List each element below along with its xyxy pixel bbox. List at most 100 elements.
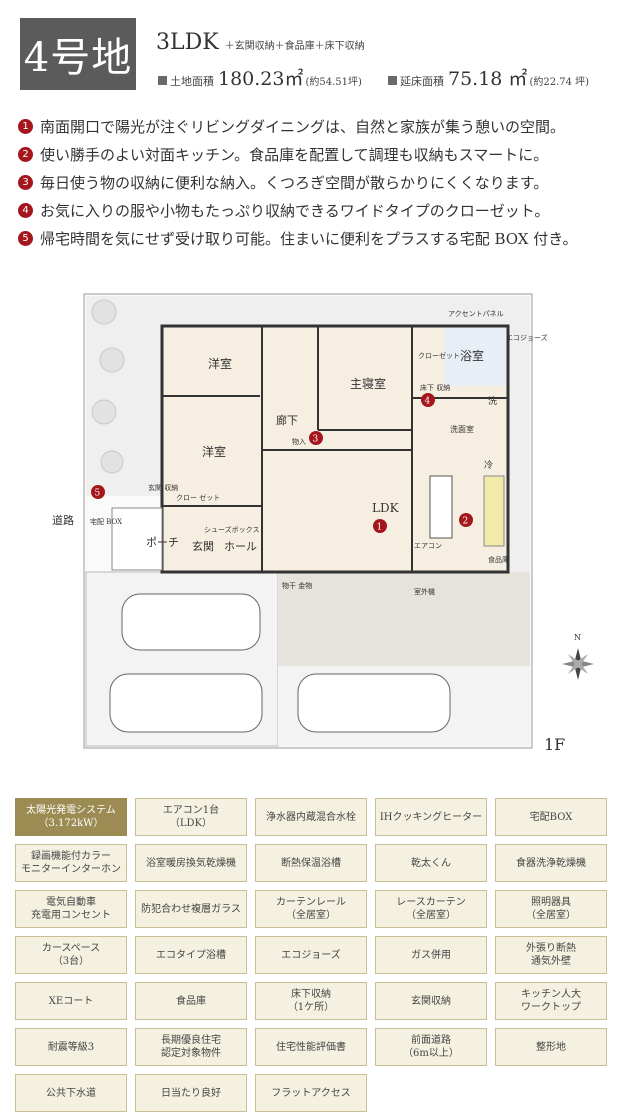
floor-area-value: 75.18 ㎡ bbox=[448, 68, 528, 90]
equipment-tag: エコジョーズ bbox=[255, 936, 367, 974]
label-fridge: 冷 bbox=[484, 459, 493, 471]
equipment-tag: XEコート bbox=[15, 982, 127, 1020]
equipment-tag: レースカーテン （全居室） bbox=[375, 890, 487, 928]
feature-text: 使い勝手のよい対面キッチン。食品庫を配置して調理も収納もスマートに。 bbox=[40, 145, 549, 164]
marker-4 bbox=[421, 393, 435, 407]
room-label-porch: ポーチ bbox=[146, 536, 179, 549]
feature-text: 毎日使う物の収納に便利な納入。くつろぎ空間が散らかりにくくなります。 bbox=[40, 173, 549, 192]
equipment-tag: 耐震等級3 bbox=[15, 1028, 127, 1066]
plan-type: 3LDK＋玄関収納＋食品庫＋床下収納 bbox=[156, 30, 365, 55]
marker-2-label: 2 bbox=[463, 517, 469, 527]
label-wash: 洗 bbox=[488, 395, 497, 407]
marker-1 bbox=[373, 519, 387, 533]
label-entrance-storage: 玄関 収納 bbox=[148, 483, 178, 492]
equipment-tag: 電気自動車 充電用コンセント bbox=[15, 890, 127, 928]
marker-5-label: 5 bbox=[95, 489, 101, 499]
compass-icon bbox=[562, 648, 594, 680]
room-label-washroom: 洗面室 bbox=[450, 424, 474, 434]
feature-text: 南面開口で陽光が注ぐリビングダイニングは、自然と家族が集う憩いの空間。 bbox=[40, 117, 566, 136]
kitchen-counter bbox=[429, 475, 453, 539]
room-label-ldk: LDK bbox=[372, 501, 400, 515]
equipment-tag: 宅配BOX bbox=[495, 798, 607, 836]
equipment-tag: 太陽光発電システム （3.172kW） bbox=[15, 798, 127, 836]
feature-list: 1 南面開口で陽光が注ぐリビングダイニングは、自然と家族が集う憩いの空間。 2 使い… bbox=[18, 112, 618, 252]
equipment-tag: エコタイプ浴槽 bbox=[135, 936, 247, 974]
compass-north-label: N bbox=[574, 633, 581, 642]
floor-area-note: (約22.74 坪) bbox=[529, 77, 590, 88]
room-label-road: 道路 bbox=[52, 513, 74, 527]
equipment-tag: エアコン1台 （LDK） bbox=[135, 798, 247, 836]
floor-label: 1F bbox=[544, 735, 565, 754]
feature-number: 5 bbox=[18, 230, 33, 246]
marker-3 bbox=[309, 431, 323, 445]
feature-number: 1 bbox=[18, 118, 33, 134]
equipment-tag: 浄水器内蔵混合水栓 bbox=[255, 798, 367, 836]
equipment-tag: 住宅性能評価書 bbox=[255, 1028, 367, 1066]
equipment-tag: IHクッキングヒーター bbox=[375, 798, 487, 836]
equipment-tag: 外張り断熱 通気外壁 bbox=[495, 936, 607, 974]
room-label-western-2: 洋室 bbox=[202, 444, 226, 459]
floor-area: 延床面積 75.18 ㎡(約22.74 坪) bbox=[388, 64, 589, 91]
floor-plan: 洋室 洋室 主寝室 浴室 LDK 廊下 玄関 ホール ポーチ 道路 洗面室 アク… bbox=[52, 293, 594, 754]
room-label-master: 主寝室 bbox=[350, 376, 386, 391]
feature-number: 2 bbox=[18, 146, 33, 162]
interior-walls bbox=[162, 326, 508, 572]
equipment-tag: 断熱保温浴槽 bbox=[255, 844, 367, 882]
feature-number: 4 bbox=[18, 202, 33, 218]
parking-area bbox=[278, 572, 530, 666]
equipment-tag: 床下収納 （1ケ所） bbox=[255, 982, 367, 1020]
room-label-bath: 浴室 bbox=[460, 348, 484, 363]
equipment-tag: 前面道路 （6m以上） bbox=[375, 1028, 487, 1066]
room-label-western-1: 洋室 bbox=[208, 356, 232, 371]
marker-1-label: 1 bbox=[377, 523, 383, 533]
garden-area bbox=[508, 326, 530, 572]
porch-stairs bbox=[111, 507, 163, 571]
garden-area bbox=[86, 296, 162, 496]
equipment-tag: 録画機能付カラー モニターインターホン bbox=[15, 844, 127, 882]
room-label-hall: 廊下 bbox=[276, 413, 298, 427]
marker-group: 1 2 3 4 5 bbox=[91, 393, 473, 533]
label-underfloor: 床下 収納 bbox=[420, 383, 450, 392]
label-outdoor-unit: 室外機 bbox=[414, 587, 435, 596]
shrubs bbox=[91, 299, 125, 474]
label-accent-panel: アクセントパネル bbox=[448, 310, 504, 318]
land-area-note: (約54.51坪) bbox=[305, 77, 362, 88]
equipment-tag: 玄関収納 bbox=[375, 982, 487, 1020]
label-closet-v: クローゼット bbox=[418, 351, 460, 360]
equipment-tag: カースペース （3台） bbox=[15, 936, 127, 974]
feature-text: 帰宅時間を気にせず受け取り可能。住まいに便利をプラスする宅配 BOX 付き。 bbox=[40, 229, 578, 248]
label-pantry: 食品庫 bbox=[488, 555, 509, 564]
label-storage: 物入 bbox=[292, 437, 306, 446]
equipment-tag: 公共下水道 bbox=[15, 1074, 127, 1112]
room-label-entrance: 玄関 bbox=[192, 539, 214, 553]
equipment-tag: 乾太くん bbox=[375, 844, 487, 882]
label-ecojozu: エコジョーズ bbox=[506, 333, 548, 342]
equipment-tag: フラットアクセス bbox=[255, 1074, 367, 1112]
equipment-tag: 食品庫 bbox=[135, 982, 247, 1020]
label-delivery-box: 宅配 BOX bbox=[90, 517, 122, 526]
square-icon bbox=[158, 76, 167, 85]
feature-number: 3 bbox=[18, 174, 33, 190]
marker-4-label: 4 bbox=[425, 397, 431, 407]
land-area-label: 土地面積 bbox=[170, 75, 214, 88]
equipment-tag: 食器洗浄乾燥機 bbox=[495, 844, 607, 882]
equipment-tag: カーテンレール （全居室） bbox=[255, 890, 367, 928]
equipment-tag: 長期優良住宅 認定対象物件 bbox=[135, 1028, 247, 1066]
marker-2 bbox=[459, 513, 473, 527]
equipment-tag: 整形地 bbox=[495, 1028, 607, 1066]
equipment-tag: 防犯合わせ複層ガラス bbox=[135, 890, 247, 928]
equipment-tag: ガス併用 bbox=[375, 936, 487, 974]
feature-item: 1 南面開口で陽光が注ぐリビングダイニングは、自然と家族が集う憩いの空間。 bbox=[18, 112, 618, 140]
floor-area-label: 延床面積 bbox=[400, 75, 444, 88]
equipment-tag: 照明器具 （全居室） bbox=[495, 890, 607, 928]
lot-number-badge: 4号地 bbox=[20, 18, 136, 90]
car-icons bbox=[109, 593, 451, 733]
label-closet-small: クロー ゼット bbox=[176, 493, 220, 502]
equipment-tag: 浴室暖房換気乾燥機 bbox=[135, 844, 247, 882]
equipment-grid: 太陽光発電システム （3.172kW） エアコン1台 （LDK） 浄水器内蔵混合… bbox=[15, 798, 607, 1112]
feature-item: 2 使い勝手のよい対面キッチン。食品庫を配置して調理も収納もスマートに。 bbox=[18, 140, 618, 168]
marker-5 bbox=[91, 485, 105, 499]
label-laundry: 物干 金物 bbox=[282, 581, 312, 590]
